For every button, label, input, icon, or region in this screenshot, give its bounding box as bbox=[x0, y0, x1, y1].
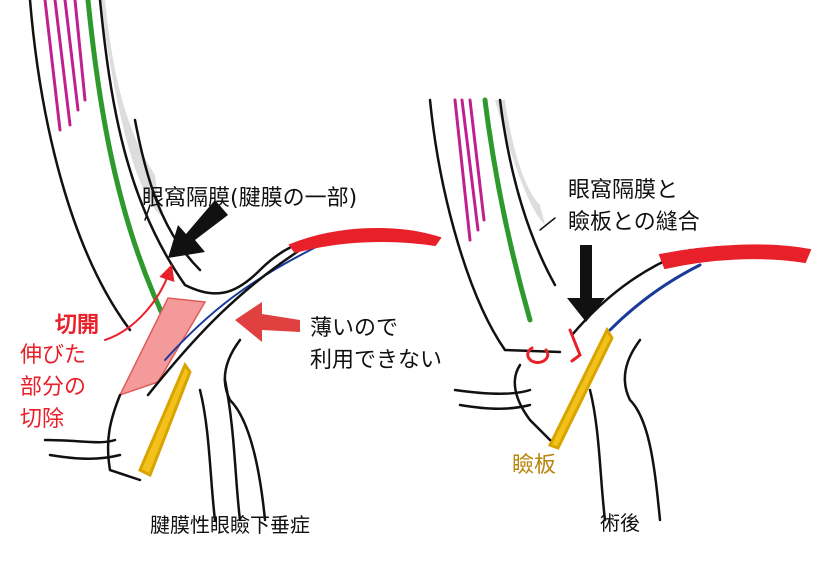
right-caption: 術後 bbox=[600, 511, 640, 535]
tarsus-yellow bbox=[138, 361, 192, 478]
muscle-green bbox=[85, 0, 173, 333]
excised-pink-region bbox=[118, 297, 207, 397]
excision-label-3: 切除 bbox=[20, 407, 65, 432]
thin-label-2: 利用できない bbox=[310, 348, 443, 373]
skin-red bbox=[288, 227, 442, 254]
left-caption: 腱膜性眼瞼下垂症 bbox=[150, 513, 310, 537]
excision-label-1: 伸びた bbox=[20, 343, 87, 368]
black-arrow-septum-icon bbox=[168, 200, 228, 258]
aponeurosis-blue bbox=[164, 244, 321, 361]
excision-label-2: 部分の bbox=[20, 375, 87, 400]
hair-magenta bbox=[43, 0, 87, 132]
right-eyelid-drawing bbox=[428, 97, 812, 522]
left-eyelid-drawing bbox=[28, 0, 442, 522]
thin-label-1: 薄いので bbox=[310, 316, 399, 341]
black-arrow-suture-icon bbox=[567, 245, 605, 322]
incision-arrow bbox=[104, 264, 175, 341]
suture-label-2: 瞼板との縫合 bbox=[568, 210, 700, 235]
suture-label-1: 眼窩隔膜と bbox=[568, 178, 679, 203]
tarsus-label: 瞼板 bbox=[512, 453, 557, 478]
red-arrow-thin-icon bbox=[235, 302, 300, 342]
septum-label: 眼窩隔膜(腱膜の一部) bbox=[142, 186, 358, 211]
incision-label: 切開 bbox=[55, 313, 100, 338]
